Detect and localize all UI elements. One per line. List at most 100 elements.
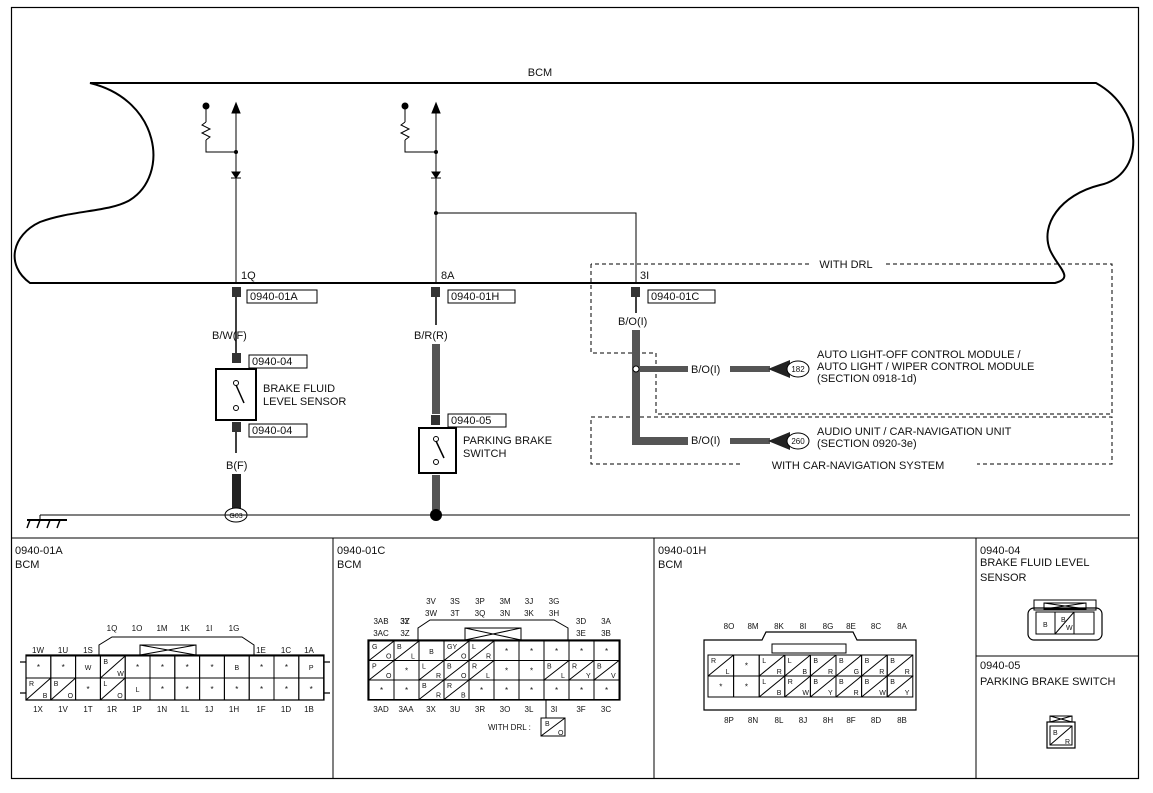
cavity-divider [543,660,570,681]
pin-label: 1H [229,705,239,714]
cavity-divider [810,654,837,677]
cavity-divider [861,675,888,698]
drl-cavity-b: B [545,721,550,728]
pin-label: 3I [551,705,558,714]
bcm-label: BCM [528,67,552,79]
pin-label: 3S [450,597,460,606]
cavity-code: B [865,658,870,665]
pin-label: 8C [871,622,881,631]
pin-label: 3D [576,617,586,626]
cavity-code: * [480,686,483,695]
pin-label: 1T [83,705,92,714]
pin-label: 3C [601,705,611,714]
cavity-code: R [472,664,477,671]
p04-cavity-b2: B [1061,617,1066,624]
pin-label: 1L [181,705,190,714]
cavity-divider [886,654,914,677]
panel-01c-name: BCM [337,559,361,571]
cavity-code: R [29,681,34,688]
pin-label: 1R [107,705,117,714]
cavity-divider [468,660,495,681]
brake-fluid-label-2: LEVEL SENSOR [263,396,346,408]
cavity [886,675,914,698]
pin-label: 3AD [373,705,389,714]
pin-label: 8O [724,622,735,631]
wire-3i-harness: 0940-01C B/O(I) B/O(I) 182 B/O(I) 260 [618,287,810,450]
cavity-divider [368,640,395,661]
cavity-code: GY [447,644,457,651]
wire-bo-branch-2-label: B/O(I) [691,435,720,447]
panel-0940-05: 0940-05 PARKING BRAKE SWITCH B R [980,660,1116,749]
pin-label: 3H [549,609,559,618]
cavity-divider [393,640,420,661]
pin-label: 3V [426,597,436,606]
cavity-code: G [372,644,377,651]
pin-label: 8J [799,716,807,725]
pin-label: 1U [58,646,68,655]
cavity-divider [468,640,495,661]
pin-label: 3Z [400,629,409,638]
pin-label: 1A [304,646,314,655]
pin-label: 3L [525,705,534,714]
wire-1q-harness: 0940-01A B/W(F) 0940-04 [212,287,318,369]
cavity-code: R [905,669,910,676]
pin-label: 3J [525,597,533,606]
cavity-code: B [461,693,466,700]
cavity-code: * [405,666,408,675]
pin-label: 3N [500,609,510,618]
ground-g03-label: G03 [229,513,242,520]
cavity-code: * [210,663,213,672]
pin-label: 3T [450,609,459,618]
connector-0940-01c-grid: GOBLBGYOLR*****PO*LRBORL**BLRYBV**BRRB**… [368,640,620,700]
cavity-code: * [235,685,238,694]
audio-unit-label-2: (SECTION 0920-3e) [817,438,917,450]
cavity-code: R [854,690,859,697]
pin-label: 1F [256,705,265,714]
bcm-internal-circuit-1q [200,101,241,283]
cavity-divider [886,675,914,698]
pin-label: 3F [576,705,585,714]
cavity-code: B [813,658,818,665]
cavity-code: O [68,693,74,700]
pin-label: 1V [58,705,68,714]
cavity-code: R [436,693,441,700]
cavity-code: * [136,663,139,672]
cavity-divider [758,654,786,677]
wire-bo-branch-1-label: B/O(I) [691,364,720,376]
panel-05-name: PARKING BRAKE SWITCH [980,676,1116,688]
with-nav-box [590,416,1113,465]
cavity-code: B [234,665,239,672]
pin-label: 1X [33,705,43,714]
pin-label: 3P [475,597,485,606]
cavity-code: L [788,658,792,665]
pin-label: 1N [157,705,167,714]
with-nav-label: WITH CAR-NAVIGATION SYSTEM [772,460,945,472]
cavity-code: V [611,673,616,680]
cavity-code: B [103,659,108,666]
cavity-code: B [597,664,602,671]
pin-label: 3G [549,597,560,606]
cavity-divider [568,660,595,681]
cavity-code: * [505,686,508,695]
pin-label: 8E [846,622,856,631]
cavity-code: * [86,685,89,694]
pin-label: 3O [500,705,511,714]
cavity-code: R [879,669,884,676]
pin-label: 3A [601,617,611,626]
pin-label: 1E [256,646,266,655]
panel-0940-01h: 0940-01H BCM RL*LRLBBRBGBRBR**LBRWBYBRBW… [658,545,917,711]
cavity-code: B [54,681,59,688]
pin-label: 1I [206,624,213,633]
cavity-code: * [555,647,558,656]
cavity-code: * [505,666,508,675]
cavity-code: L [561,673,565,680]
cavity-divider [835,654,862,677]
panel-01c-id: 0940-01C [337,545,385,557]
parking-brake-label-2: SWITCH [463,448,506,460]
cavity-divider [418,660,445,681]
pin-label: 3Z [400,617,409,626]
cavity-code: P [309,665,314,672]
wire-bf-harness: 0940-04 B(F) G03 [224,422,308,523]
brake-fluid-level-sensor: BRAKE FLUID LEVEL SENSOR [215,368,346,421]
